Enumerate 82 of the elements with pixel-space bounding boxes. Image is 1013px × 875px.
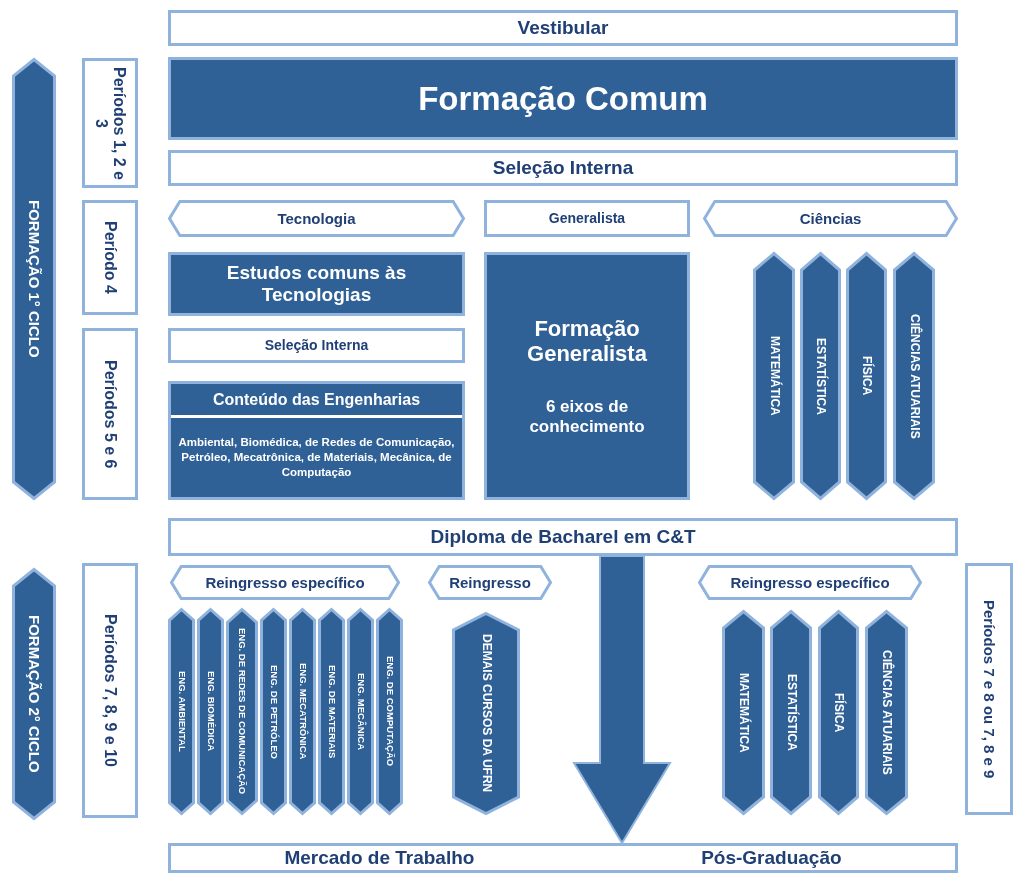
vertical-hexagon-bar [893, 252, 935, 500]
node-label: CIÊNCIAS ATUARIAIS [907, 313, 921, 439]
vertical-hexagon-bar [289, 608, 316, 815]
node-label: FÍSICA [831, 692, 846, 733]
node-label: ENG. MECATRÔNICA [297, 663, 308, 760]
label-box [168, 328, 465, 363]
node-label: DEMAIS CURSOS DA UFRN [479, 634, 493, 793]
node-label: Formação Generalista [526, 315, 648, 367]
node-label: Diploma de Bacharel em C&T [430, 526, 696, 548]
vertical-hexagon-bar [197, 608, 224, 815]
vertical-hexagon-bar [753, 252, 795, 500]
vertical-hexagon-bar [865, 610, 908, 815]
vertical-hexagon-bar [818, 610, 859, 815]
label-box [168, 843, 958, 873]
hexagon-tag [698, 565, 922, 600]
node-label: Períodos 5 e 6 [101, 359, 120, 469]
filled-box [168, 252, 465, 316]
vertical-hexagon-bar [452, 612, 520, 815]
block-arrow [572, 555, 672, 845]
node-label: ENG. DE MATERIAIS [326, 664, 337, 759]
vertical-hexagon-bar [770, 610, 812, 815]
hexagon-tag [703, 200, 958, 237]
vertical-hexagon-bar [12, 58, 56, 500]
node-label: FÍSICA [859, 356, 874, 396]
node-label: 6 eixos de conhecimento [528, 397, 646, 437]
hexagon-tag [170, 565, 400, 600]
label-box [168, 10, 958, 46]
node-label: Formação Comum [418, 79, 708, 118]
node-label: Períodos 7 e 8 ou 7, 8 e 9 [980, 599, 998, 779]
label-box [168, 518, 958, 556]
node-label: Vestibular [517, 17, 609, 39]
vertical-hexagon-bar [722, 610, 765, 815]
node-label: Seleção Interna [264, 337, 369, 354]
vertical-hexagon-bar [376, 608, 403, 815]
vertical-hexagon-bar [168, 608, 195, 815]
node-label: Reingresso específico [730, 573, 890, 592]
node-label: Generalista [548, 210, 626, 227]
node-label: Tecnologia [277, 209, 356, 228]
node-label: Mercado de Trabalho [284, 847, 475, 869]
vertical-hexagon-bar [226, 608, 258, 815]
node-label: Ciências [799, 209, 862, 228]
body-text: Ambiental, Biomédica, de Redes de Comunicação, Petróleo, Mecatrônica, de Materiais, Mecânica, de Computação [177, 435, 456, 481]
period-box [82, 58, 138, 188]
hexagon-tag [168, 200, 465, 237]
node-label: FORMAÇÃO 2° CICLO [25, 615, 43, 773]
node-label: Reingresso [449, 573, 531, 592]
label-box [168, 150, 958, 186]
node-label: MATEMÁTICA [736, 672, 751, 753]
node-label: Seleção Interna [492, 157, 634, 179]
vertical-hexagon-bar [12, 568, 56, 820]
node-label: Reingresso específico [205, 573, 365, 592]
node-label: Períodos 1, 2 e 3 [92, 65, 129, 182]
period-box [82, 328, 138, 500]
node-label: FORMAÇÃO 1° CICLO [25, 200, 43, 358]
node-label: CIÊNCIAS ATUARIAIS [879, 650, 894, 775]
filled-box [484, 252, 690, 500]
filled-box [168, 57, 958, 140]
node-label: Período 4 [101, 221, 120, 294]
node-label: ENG. BIOMÉDICA [205, 671, 216, 752]
vertical-hexagon-bar [846, 252, 887, 500]
node-label: ENG. DE PETRÓLEO [268, 664, 279, 759]
hexagon-tag [428, 565, 552, 600]
period-box [82, 563, 138, 818]
node-label: ESTATÍSTICA [784, 674, 798, 751]
node-label: ENG. MECÂNICA [355, 672, 366, 751]
filled-box [168, 381, 465, 500]
period-box [82, 200, 138, 315]
node-label: Períodos 7, 8, 9 e 10 [101, 614, 120, 767]
vertical-hexagon-bar [347, 608, 374, 815]
node-label: ENG. AMBIENTAL [176, 671, 187, 752]
vertical-hexagon-bar [800, 252, 841, 500]
node-label: ENG. DE REDES DE COMUNICAÇÃO [236, 628, 248, 795]
node-label: Pós-Graduação [701, 847, 842, 869]
label-box [484, 200, 690, 237]
node-label: MATEMÁTICA [767, 336, 781, 416]
node-label: ENG. DE COMPUTAÇÃO [384, 656, 395, 767]
node-label: Estudos comuns às Tecnologias [225, 262, 408, 306]
period-box [965, 563, 1013, 815]
node-label: ESTATÍSTICA [813, 337, 828, 415]
vertical-hexagon-bar [318, 608, 345, 815]
heading-text: Conteúdo das Engenharias [171, 384, 462, 419]
vertical-hexagon-bar [260, 608, 287, 815]
